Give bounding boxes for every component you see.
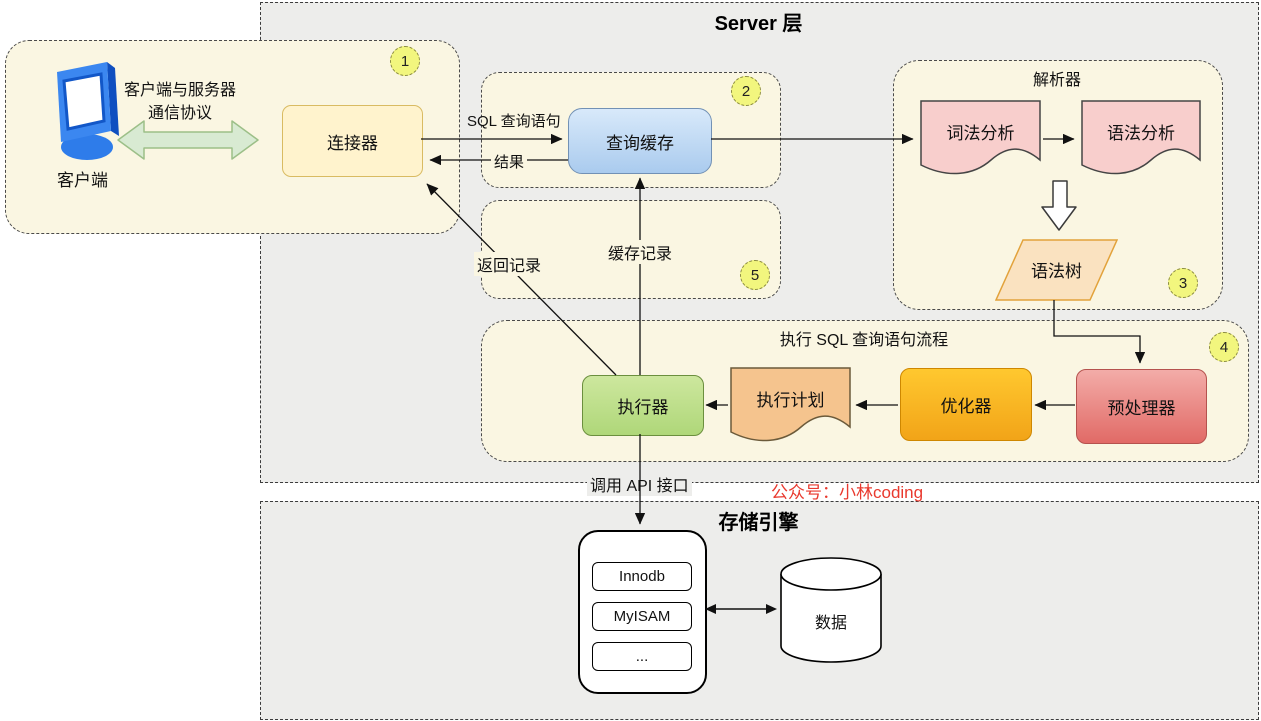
- optimizer-node: 优化器: [900, 368, 1032, 441]
- executor-node: 执行器: [582, 375, 704, 436]
- protocol-label: 客户端与服务器 通信协议: [105, 79, 255, 125]
- storage-engine-zone: [260, 501, 1259, 720]
- parser-down-arrow-icon: [1041, 180, 1077, 232]
- cache-record-panel: [481, 200, 781, 299]
- step-badge-1-number: 1: [400, 52, 410, 70]
- step-badge-3: 3: [1168, 268, 1198, 298]
- step-badge-5: 5: [740, 260, 770, 290]
- protocol-line2: 通信协议: [147, 105, 212, 122]
- watermark-text: 公众号：小林coding: [771, 483, 924, 502]
- step-badge-1: 1: [390, 46, 420, 76]
- cache-record-label: 缓存记录: [605, 240, 676, 264]
- query-cache-label: 查询缓存: [606, 133, 674, 153]
- lexical-analysis-label: 词法分析: [946, 124, 1015, 143]
- engine-myisam: MyISAM: [592, 602, 692, 631]
- step-badge-5-number: 5: [750, 266, 760, 284]
- step-badge-4-number: 4: [1219, 338, 1229, 356]
- connector-label: 连接器: [327, 133, 378, 153]
- storage-engines-container: Innodb MyISAM ...: [578, 530, 707, 694]
- sql-query-arrow-label: SQL 查询语句: [467, 113, 561, 130]
- syntax-analysis-label: 语法分析: [1107, 124, 1175, 143]
- lexical-analysis-doc: 词法分析: [919, 99, 1042, 179]
- preprocessor-node: 预处理器: [1076, 369, 1207, 444]
- execution-title: 执行 SQL 查询语句流程: [779, 332, 949, 349]
- protocol-double-arrow: [116, 118, 260, 162]
- step-badge-3-number: 3: [1178, 274, 1188, 292]
- step-badge-2-number: 2: [741, 82, 751, 100]
- client-device-icon: [45, 58, 123, 164]
- connector-node: 连接器: [282, 105, 423, 177]
- step-badge-2: 2: [731, 76, 761, 106]
- engine-other: ...: [592, 642, 692, 671]
- execution-plan-doc: 执行计划: [729, 366, 852, 446]
- optimizer-label: 优化器: [940, 397, 992, 416]
- execution-plan-label: 执行计划: [756, 391, 825, 410]
- protocol-line1: 客户端与服务器: [123, 82, 236, 99]
- storage-engine-title: 存储引擎: [718, 512, 799, 534]
- client-device-label: 客户端: [57, 171, 108, 190]
- syntax-analysis-doc: 语法分析: [1080, 99, 1202, 179]
- data-cylinder: 数据: [779, 556, 883, 664]
- api-call-label: 调用 API 接口: [587, 472, 692, 496]
- query-cache-node: 查询缓存: [568, 108, 712, 174]
- server-layer-title: Server 层: [714, 13, 803, 35]
- preprocessor-label: 预处理器: [1107, 399, 1176, 418]
- engine-innodb: Innodb: [592, 562, 692, 591]
- executor-label: 执行器: [617, 398, 669, 417]
- return-record-label: 返回记录: [474, 252, 545, 276]
- parser-title: 解析器: [1032, 72, 1081, 89]
- syntax-tree-label: 语法树: [1031, 262, 1082, 281]
- data-label: 数据: [814, 615, 847, 632]
- step-badge-4: 4: [1209, 332, 1239, 362]
- syntax-tree-node: 语法树: [995, 239, 1118, 301]
- result-arrow-label: 结果: [491, 151, 528, 172]
